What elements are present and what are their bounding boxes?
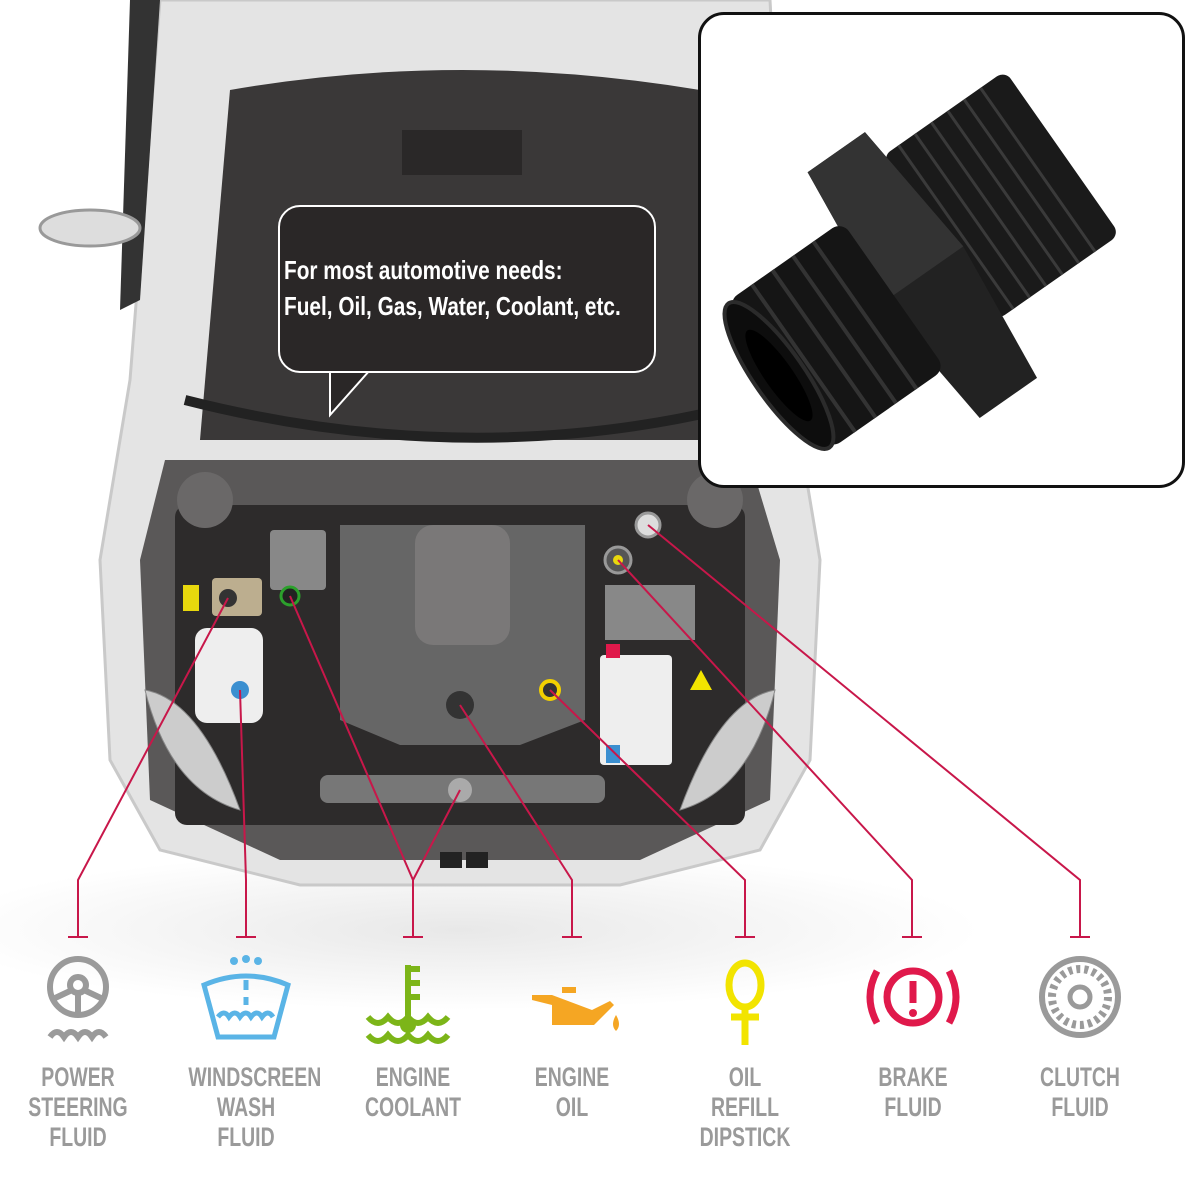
right-headlight bbox=[679, 689, 776, 811]
callout-line-brake bbox=[617, 559, 913, 937]
label-line: REFILL bbox=[710, 1092, 780, 1122]
label-line: OIL bbox=[728, 1062, 762, 1092]
brake-fluid-icon bbox=[866, 967, 960, 1027]
callout-line-2: Fuel, Oil, Gas, Water, Coolant, etc. bbox=[284, 291, 621, 321]
label-line: WINDSCREEN bbox=[188, 1062, 322, 1092]
an-fitting-image bbox=[722, 74, 1116, 451]
power-steering-icon bbox=[47, 956, 109, 1043]
label-line: DIPSTICK bbox=[699, 1122, 791, 1152]
label-line: STEERING bbox=[28, 1092, 128, 1122]
label-line: CLUTCH bbox=[1040, 1062, 1120, 1092]
clutch-fluid-icon bbox=[1039, 956, 1121, 1038]
windscreen-wash-icon bbox=[201, 955, 291, 1040]
label-line: BRAKE bbox=[878, 1062, 948, 1092]
label-line: ENGINE bbox=[534, 1062, 610, 1092]
callout-line-coolant-2 bbox=[412, 789, 461, 881]
label-line: OIL bbox=[555, 1092, 589, 1122]
oil-dipstick-icon bbox=[725, 959, 765, 1045]
callout-line-dipstick bbox=[549, 689, 746, 937]
callout-line-engine-oil bbox=[459, 704, 573, 937]
engine-oil-icon bbox=[532, 987, 619, 1031]
speech-bubble bbox=[278, 205, 656, 373]
callout-line-1: For most automotive needs: bbox=[284, 255, 563, 285]
fitting-product-inset bbox=[698, 12, 1185, 488]
label-line: FLUID bbox=[217, 1122, 275, 1152]
label-line: ENGINE bbox=[375, 1062, 451, 1092]
callout-line-power-steering bbox=[77, 597, 229, 937]
label-line: COOLANT bbox=[364, 1092, 462, 1122]
callout-line-clutch bbox=[647, 524, 1081, 937]
callout-lines bbox=[68, 524, 1090, 938]
label-line: POWER bbox=[41, 1062, 115, 1092]
speech-bubble-text: For most automotive needs: Fuel, Oil, Ga… bbox=[284, 252, 621, 324]
label-line: FLUID bbox=[49, 1122, 107, 1152]
left-headlight bbox=[144, 689, 241, 811]
label-line: WASH bbox=[216, 1092, 276, 1122]
callout-line-windscreen bbox=[239, 689, 247, 937]
engine-coolant-icon bbox=[365, 965, 451, 1044]
label-line: FLUID bbox=[1051, 1092, 1109, 1122]
label-line: FLUID bbox=[884, 1092, 942, 1122]
side-mirror bbox=[38, 208, 142, 248]
